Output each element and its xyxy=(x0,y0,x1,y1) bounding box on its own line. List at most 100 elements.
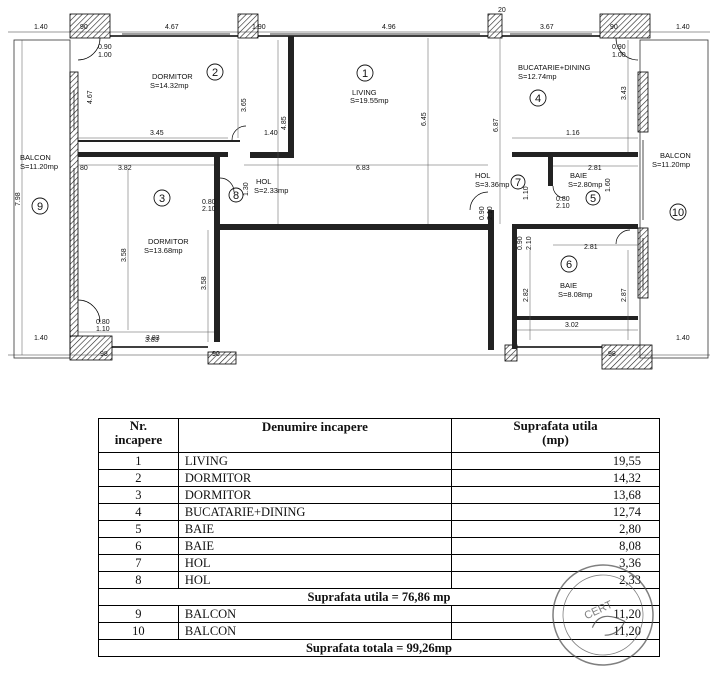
room-1-name: LIVING xyxy=(352,88,377,97)
room-5-name: BAIE xyxy=(570,171,587,180)
room-area-table: Nr. incapere Denumire incapere Suprafata… xyxy=(98,418,660,657)
total-row: Suprafata totala = 99,26mp xyxy=(98,639,660,657)
row-area: 19,55 xyxy=(451,452,660,470)
room-5-area: S=2.80mp xyxy=(568,180,602,189)
row-name: DORMITOR xyxy=(177,486,453,504)
dim-balcony-h: 7.98 xyxy=(15,192,22,206)
floor-plan: 1.40 4.67 1.90 4.96 3.67 1.40 1.40 3.83 … xyxy=(8,7,710,370)
dim-top-3: 1.90 xyxy=(252,24,266,31)
room-6-area: S=8.08mp xyxy=(558,290,592,299)
row-name: BAIE xyxy=(177,520,453,538)
door-tag-4b: 2.10 xyxy=(556,203,570,210)
door-tag-3a: 0.80 xyxy=(96,319,110,326)
row-name: BALCON xyxy=(177,605,453,623)
dim-bed3-h2: 3.58 xyxy=(201,276,208,290)
door-tag-1b: 1.00 xyxy=(98,52,112,59)
dim-bottom-2: 3.83 xyxy=(146,335,160,342)
dim-corridor: 6.83 xyxy=(356,165,370,172)
header-area-line1: Suprafata utila xyxy=(513,418,598,433)
row-name: BUCATARIE+DINING xyxy=(177,503,453,521)
total-text: Suprafata totala = 99,26mp xyxy=(98,639,660,657)
dim-bottom-3: 1.40 xyxy=(676,335,690,342)
dim-bed3-h: 3.58 xyxy=(121,248,128,262)
row-nr: 2 xyxy=(98,469,179,487)
room-num-2: 2 xyxy=(212,67,218,79)
row-area: 12,74 xyxy=(451,503,660,521)
room-7-name: HOL xyxy=(475,171,490,180)
dim-bed2-h: 4.67 xyxy=(87,90,94,104)
row-nr: 7 xyxy=(98,554,179,572)
dim-small-80: 80 xyxy=(80,165,88,172)
row-nr: 8 xyxy=(98,571,179,589)
dim-bed3-w: 3.82 xyxy=(118,165,132,172)
row-area: 2,80 xyxy=(451,520,660,538)
header-nr-line2: incapere xyxy=(114,432,163,447)
outer-walls xyxy=(110,35,602,348)
dim-kitchen-h: 3.43 xyxy=(621,86,628,100)
door-tag-3b: 1.10 xyxy=(96,326,110,333)
room-9-name: BALCON xyxy=(20,153,51,162)
room-num-5: 5 xyxy=(590,193,596,205)
dim-bed2-w: 3.45 xyxy=(150,130,164,137)
dim-living-h3: 6.45 xyxy=(421,112,428,126)
room-numbers: 2 1 4 3 8 7 5 6 9 10 xyxy=(37,67,684,271)
door-tag-4a: 0.80 xyxy=(556,196,570,203)
row-name: BALCON xyxy=(177,622,453,640)
room-8-name: HOL xyxy=(256,177,271,186)
dim-top-5: 3.67 xyxy=(540,24,554,31)
row-nr: 9 xyxy=(98,605,179,623)
room-num-10: 10 xyxy=(672,207,684,219)
balcony-right xyxy=(639,39,709,359)
room-4-name: BUCATARIE+DINING xyxy=(518,63,591,72)
top-dimension-line xyxy=(8,31,710,356)
dim-bath5-w: 2.81 xyxy=(588,165,602,172)
dim-top-2: 4.67 xyxy=(165,24,179,31)
row-name: DORMITOR xyxy=(177,469,453,487)
dim-kitchen-w: 1.16 xyxy=(566,130,580,137)
room-10-area: S=11.20mp xyxy=(652,160,690,169)
room-4-area: S=12.74mp xyxy=(518,72,557,81)
room-2-area: S=14.32mp xyxy=(150,81,189,90)
dim-hall8-h: 1.30 xyxy=(243,182,250,196)
room-7-area: S=3.36mp xyxy=(475,180,509,189)
header-name: Denumire incapere xyxy=(177,418,453,453)
dim-top-4: 4.96 xyxy=(382,24,396,31)
room-2-name: DORMITOR xyxy=(152,72,193,81)
room-9-area: S=11.20mp xyxy=(20,162,58,171)
dim-bottom-1: 1.40 xyxy=(34,335,48,342)
room-1-area: S=19.55mp xyxy=(350,96,389,105)
door-tag-2b: 1.00 xyxy=(612,52,626,59)
row-nr: 6 xyxy=(98,537,179,555)
cadastre-stamp: CERT xyxy=(552,564,654,666)
row-area: 14,32 xyxy=(451,469,660,487)
interior-dimensions: 3.45 3.82 3.83 1.40 6.83 1.16 2.81 2.81 … xyxy=(15,86,628,344)
row-nr: 4 xyxy=(98,503,179,521)
dim-small-90-a: 90 xyxy=(80,24,88,31)
room-10-name: BALCON xyxy=(660,151,691,160)
dim-small-98-a: 98 xyxy=(100,351,108,358)
row-name: HOL xyxy=(177,571,453,589)
dim-bath6-b: 3.02 xyxy=(565,322,579,329)
row-nr: 1 xyxy=(98,452,179,470)
row-nr: 10 xyxy=(98,622,179,640)
door-tag-1a: 0.90 xyxy=(98,44,112,51)
dim-small-20: 20 xyxy=(498,7,506,14)
dim-bath6-w: 2.81 xyxy=(584,244,598,251)
dim-hol7-h: 1.10 xyxy=(523,186,530,200)
door-tag-7a: 0.80 xyxy=(202,199,216,206)
dim-small-98-b: 98 xyxy=(608,351,616,358)
dim-bed3-b: 3.83 xyxy=(145,337,159,344)
room-num-6: 6 xyxy=(566,259,572,271)
header-area-line2: (mp) xyxy=(542,432,569,447)
dim-top-1: 1.40 xyxy=(34,24,48,31)
door-tags: 0.90 1.00 0.90 1.00 0.80 1.10 0.80 2.10 … xyxy=(96,44,626,333)
dim-small-90-b: 90 xyxy=(610,24,618,31)
room-num-1: 1 xyxy=(362,68,368,80)
door-tag-2a: 0.90 xyxy=(612,44,626,51)
door-arcs xyxy=(77,37,639,323)
